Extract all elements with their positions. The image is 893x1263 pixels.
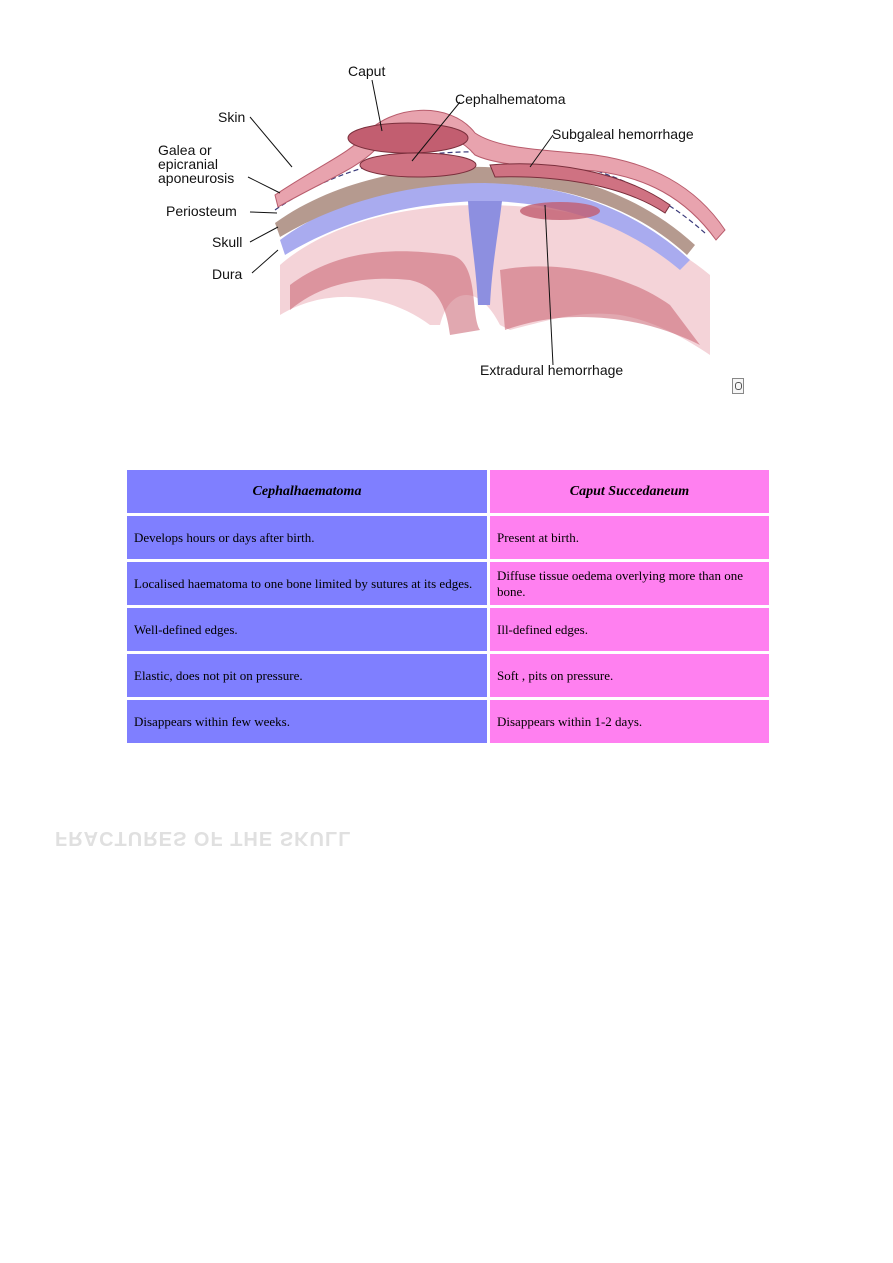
- scalp-illustration: [247, 79, 726, 366]
- scalp-layers-diagram: Caput Cephalhematoma Subgaleal hemorrhag…: [150, 55, 750, 400]
- table-row: Elastic, does not pit on pressure. Soft …: [127, 654, 769, 697]
- label-galea-2: epicranial: [158, 156, 218, 172]
- table-cell: Soft , pits on pressure.: [490, 654, 769, 697]
- caput-swelling: [347, 122, 469, 154]
- label-skull: Skull: [212, 234, 243, 250]
- table-row: Localised haematoma to one bone limited …: [127, 562, 769, 605]
- extradural-hemorrhage: [520, 202, 600, 220]
- label-dura: Dura: [212, 266, 243, 282]
- header-caput-succedaneum: Caput Succedaneum: [490, 470, 769, 513]
- falx: [468, 201, 502, 305]
- label-galea-3: aponeurosis: [158, 170, 235, 186]
- table-cell: Disappears within few weeks.: [127, 700, 487, 743]
- table-cell: Localised haematoma to one bone limited …: [127, 562, 487, 605]
- periosteum-line: [274, 151, 706, 234]
- table-row: Develops hours or days after birth. Pres…: [127, 516, 769, 559]
- skull-bone: [275, 166, 695, 255]
- leader-lines: [247, 79, 554, 366]
- brain-tissue-right: [500, 266, 700, 345]
- table-header-row: Cephalhaematoma Caput Succedaneum: [127, 470, 769, 513]
- label-subgaleal: Subgaleal hemorrhage: [552, 126, 694, 142]
- label-galea-1: Galea or: [158, 142, 212, 158]
- label-cephalhematoma: Cephalhematoma: [455, 91, 566, 107]
- label-skin: Skin: [218, 109, 246, 125]
- table-row: Well-defined edges. Ill-defined edges.: [127, 608, 769, 651]
- broken-image-icon: [732, 378, 744, 394]
- table-cell: Disappears within 1-2 days.: [490, 700, 769, 743]
- comparison-table: Cephalhaematoma Caput Succedaneum Develo…: [124, 467, 772, 746]
- label-extradural: Extradural hemorrhage: [480, 362, 624, 378]
- table-cell: Elastic, does not pit on pressure.: [127, 654, 487, 697]
- brain-surface: [280, 205, 710, 355]
- brain-tissue-left: [290, 251, 480, 335]
- table-cell: Ill-defined edges.: [490, 608, 769, 651]
- cephalhematoma-swelling: [359, 152, 477, 178]
- table-cell: Diffuse tissue oedema overlying more tha…: [490, 562, 769, 605]
- table-cell: Well-defined edges.: [127, 608, 487, 651]
- subgaleal-hemorrhage: [489, 163, 671, 214]
- table-row: Disappears within few weeks. Disappears …: [127, 700, 769, 743]
- label-periosteum: Periosteum: [166, 203, 237, 219]
- label-caput: Caput: [348, 63, 386, 79]
- table-cell: Develops hours or days after birth.: [127, 516, 487, 559]
- mirrored-heading: FRACTURES OF THE SKULL: [55, 827, 352, 849]
- table-cell: Present at birth.: [490, 516, 769, 559]
- header-cephalhaematoma: Cephalhaematoma: [127, 470, 487, 513]
